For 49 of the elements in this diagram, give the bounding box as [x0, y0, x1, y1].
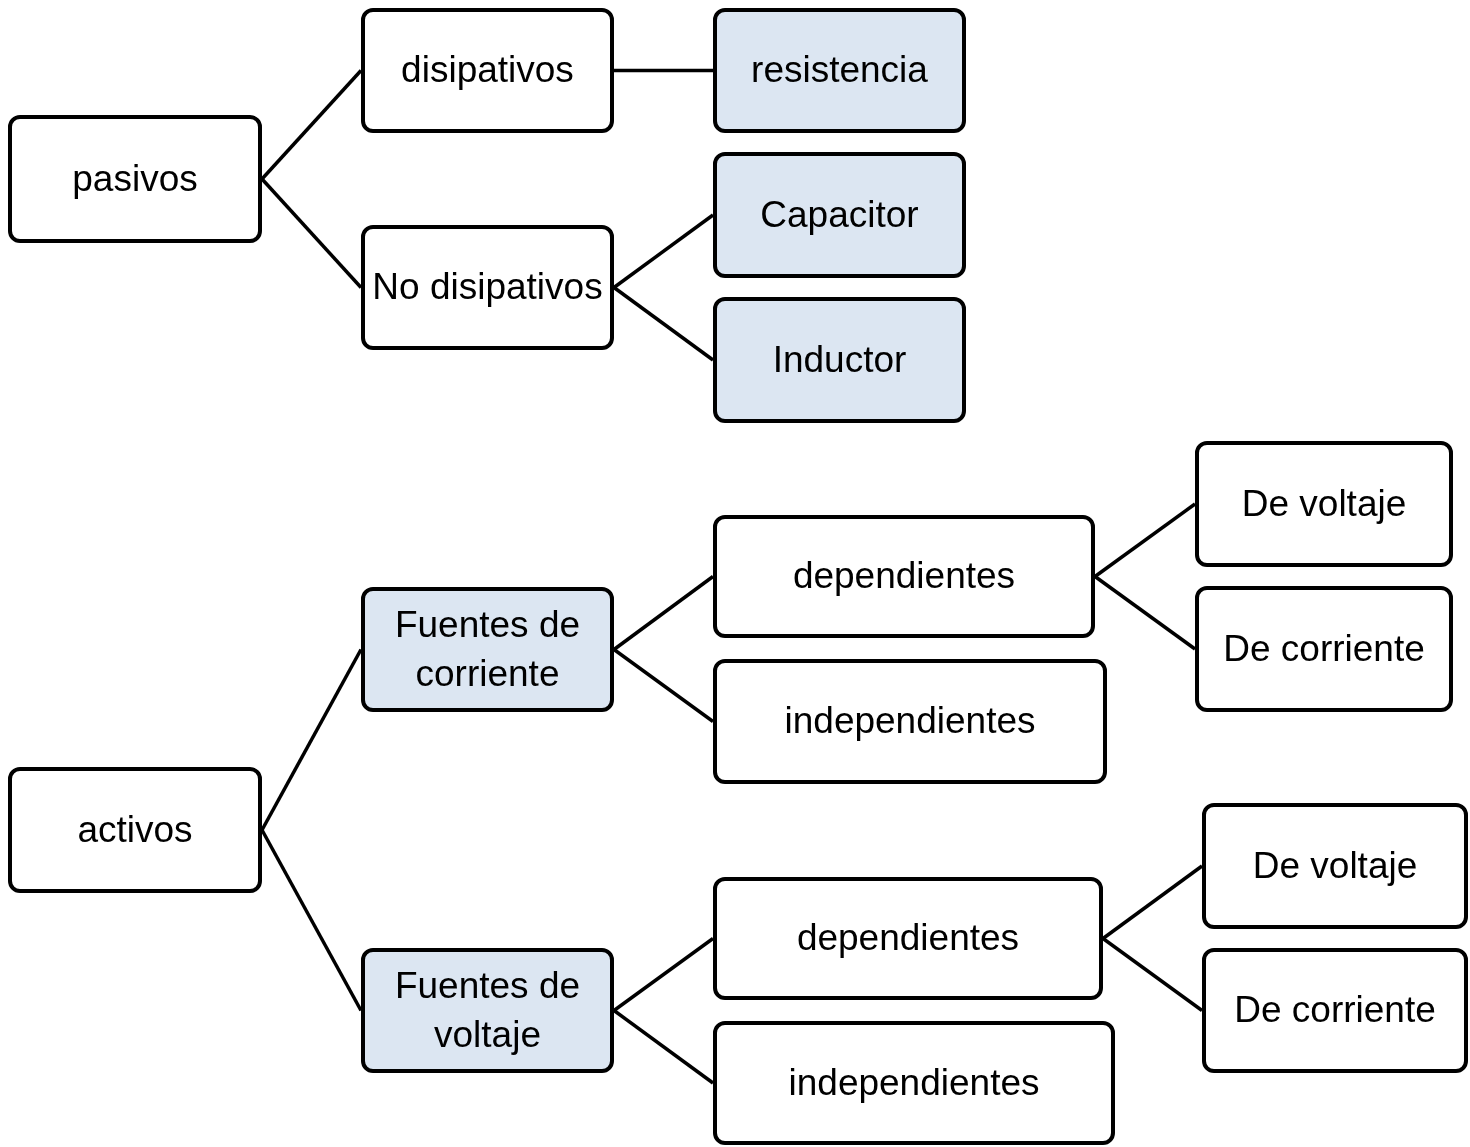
connector-line — [612, 648, 715, 723]
category-label: De corriente — [1234, 988, 1436, 1033]
category-label: No disipativos — [372, 265, 603, 310]
connector-line — [1101, 864, 1204, 940]
category-label: Inductor — [772, 337, 907, 382]
category-label: De voltaje — [1252, 843, 1418, 888]
category-box — [361, 587, 614, 712]
category-label: De corriente — [1223, 626, 1425, 671]
connector-line — [612, 937, 715, 1012]
category-box — [713, 877, 1103, 1000]
category-label: dependientes — [792, 554, 1016, 599]
category-label: independientes — [788, 1060, 1040, 1105]
category-box — [713, 659, 1107, 784]
category-label: De voltaje — [1241, 481, 1407, 526]
connector-line — [614, 68, 713, 73]
connector-line — [260, 177, 363, 289]
connector-line — [1101, 937, 1204, 1012]
connector-line — [1093, 502, 1197, 578]
category-label: resistencia — [751, 48, 928, 93]
category-box — [713, 152, 966, 278]
category-box — [8, 115, 262, 243]
connector-line — [612, 575, 715, 651]
connector-line — [260, 69, 363, 181]
category-box — [361, 948, 614, 1073]
category-label: pasivos — [72, 156, 198, 201]
category-box — [361, 225, 614, 350]
category-label: dependientes — [796, 916, 1020, 961]
category-box — [713, 8, 966, 133]
connector-line — [260, 648, 363, 831]
category-label: independientes — [784, 699, 1036, 744]
category-label: activos — [77, 807, 193, 852]
category-label: Fuentes de voltaje — [393, 964, 582, 1057]
category-box — [1195, 441, 1453, 567]
category-box — [1202, 803, 1468, 929]
category-label: Fuentes de corriente — [393, 603, 582, 696]
category-box — [713, 297, 966, 423]
category-box — [1195, 586, 1453, 712]
connector-line — [612, 286, 715, 362]
category-box — [361, 8, 614, 133]
connector-line — [1093, 575, 1197, 651]
connector-line — [612, 1009, 715, 1085]
category-box — [1202, 948, 1468, 1073]
category-box — [713, 1021, 1115, 1145]
category-label: Capacitor — [760, 192, 919, 237]
connector-line — [612, 213, 715, 289]
category-label: disipativos — [401, 48, 574, 93]
category-box — [8, 767, 262, 893]
connector-line — [260, 829, 363, 1012]
category-box — [713, 515, 1095, 638]
